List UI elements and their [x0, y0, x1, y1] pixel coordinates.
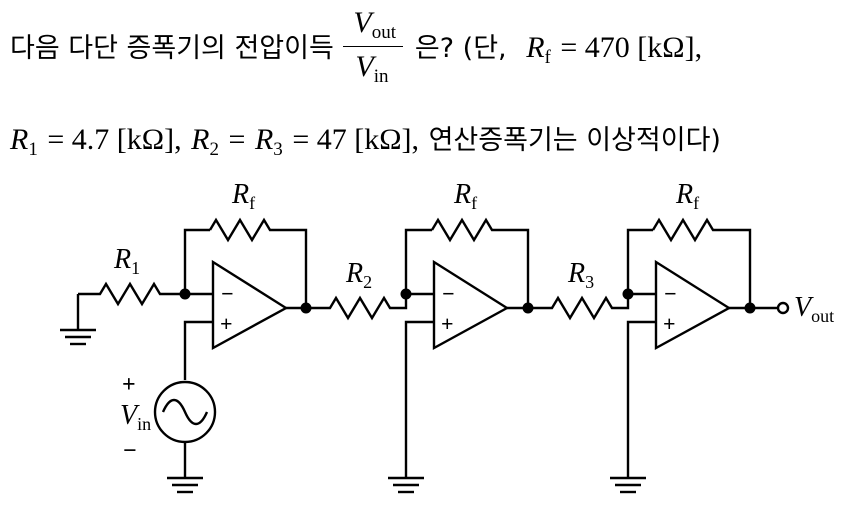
ground-symbol-stage3 [610, 476, 646, 494]
r3-symbol: R3 [254, 123, 283, 160]
r23-value: = 47 [kΩ], [292, 123, 420, 156]
r1-symbol: R1 [10, 123, 38, 160]
vout-terminal [776, 301, 790, 315]
svg-text:−: − [664, 281, 677, 306]
ground-symbol-source [167, 476, 203, 494]
svg-text:−: − [442, 281, 455, 306]
vin-polarity: + − [122, 372, 137, 464]
vout-label: Vout [794, 292, 834, 326]
rf3-resistor [651, 217, 752, 308]
r1-resistor [78, 281, 185, 307]
opamp-3 [654, 259, 732, 351]
voltage-gain-fraction: Vout Vin [343, 6, 405, 92]
r3-resistor [528, 294, 630, 321]
rf-value: = 470 [kΩ], [560, 31, 703, 64]
rf1-resistor [208, 217, 308, 308]
opamp-sign-markers: − + − + − + [220, 281, 677, 336]
fraction-denominator: Vin [355, 50, 389, 87]
ground-symbol-stage2 [388, 476, 424, 494]
r2-label: R2 [345, 258, 372, 292]
r2-symbol: R2 [191, 123, 219, 160]
rf-symbol: Rf [526, 31, 551, 68]
svg-text:+: + [122, 372, 136, 398]
question-suffix: 은? (단, [414, 33, 507, 64]
svg-text:+: + [663, 311, 676, 336]
rf1-label: Rf [231, 179, 255, 213]
svg-text:+: + [220, 311, 233, 336]
opamp-1 [211, 259, 289, 351]
r3-label: R3 [567, 258, 594, 292]
rf2-resistor [430, 217, 530, 308]
question-prefix: 다음 다단 증폭기의 전압이득 [10, 33, 334, 64]
r1-label: R1 [113, 244, 140, 278]
r2-resistor [306, 294, 408, 321]
rf3-label: Rf [675, 179, 699, 213]
equals-sign: = [228, 123, 246, 156]
svg-text:−: − [123, 438, 137, 464]
sine-wave-icon [161, 398, 209, 426]
svg-text:+: + [441, 311, 454, 336]
r1-value: = 4.7 [kΩ], [47, 123, 182, 156]
fraction-bar [343, 46, 404, 47]
question-line2-suffix: 연산증폭기는 이상적이다) [428, 125, 721, 156]
junction-dots [179, 288, 756, 314]
question-line-2: R1 = 4.7 [kΩ], R2 = R3 = 47 [kΩ], 연산증폭기는… [10, 118, 721, 161]
svg-text:−: − [221, 281, 234, 306]
vin-label: Vin [120, 400, 151, 434]
rf2-label: Rf [453, 179, 477, 213]
opamp-2 [432, 259, 510, 351]
fraction-numerator: Vout [353, 6, 396, 43]
ground-symbol-left [60, 294, 96, 346]
question-line-1: 다음 다단 증폭기의 전압이득 Vout Vin 은? (단, Rf = 470… [10, 6, 702, 92]
